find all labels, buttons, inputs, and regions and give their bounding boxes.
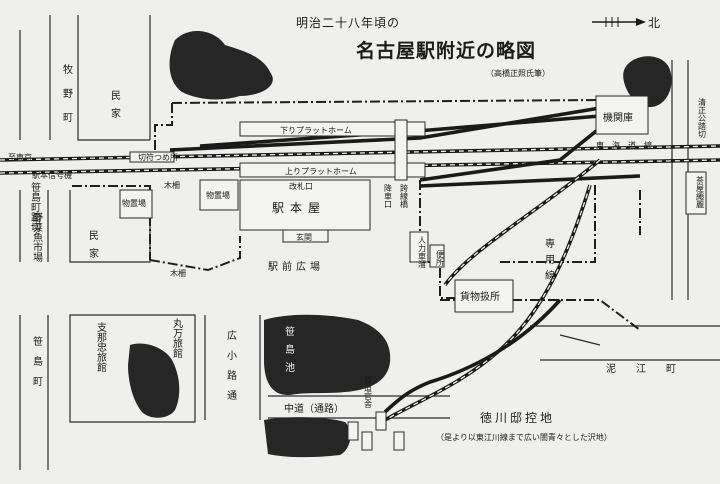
kanshacho-house-1: [347, 421, 359, 441]
label-minka-left: 民家: [87, 230, 99, 266]
label-eki-honya: 駅本屋: [272, 201, 326, 215]
eki-honya-building: [239, 179, 371, 231]
ponds: [128, 30, 672, 458]
label-yasai-ichiba: 野菜魚市場: [31, 212, 43, 263]
label-minka-top: 民家: [109, 90, 121, 126]
label-butsuokiba-1: 物置場: [206, 190, 230, 200]
label-tokaido-sen: 東海道線: [596, 140, 660, 150]
label-makino-machi: 牧野町: [61, 63, 73, 136]
label-tetsudo-kanshacho: 鉄道官舎: [364, 375, 373, 409]
label-ekimae-hiroba: 駅前広場: [268, 260, 324, 273]
label-chaya-dokoro: 茶屋繩麗: [696, 175, 705, 209]
kikan-ko-building: [595, 95, 649, 135]
label-kudari-platform: 下りプラットホーム: [280, 126, 352, 135]
label-nakamichi: 中道（通路）: [284, 402, 344, 415]
map-labels: 牧野町 民家 下りプラットホーム 上りプラットホーム 至東京 切符つめ所 駅本信…: [8, 63, 707, 442]
pond-hotel: [128, 343, 180, 418]
label-hirokoji-dori: 広小路通: [225, 329, 237, 410]
north-arrow: 北: [592, 16, 660, 30]
north-label: 北: [648, 16, 660, 30]
label-jinriki: 人力車溜: [418, 236, 427, 269]
label-mokusaku-top: 木柵: [164, 180, 180, 190]
label-kikan-ko: 機関庫: [603, 111, 633, 124]
label-kousenkyo: 跨線橋: [400, 184, 409, 209]
nobori-platform: [239, 162, 426, 178]
label-mokusaku-bottom: 木柵: [170, 268, 186, 278]
label-swamp-note: （是より以東江川線まで広い闇青々とした沢地）: [436, 432, 612, 442]
label-dei-kou-machi: 泥江町: [606, 362, 696, 375]
label-ekimoto-shingo: 駅本信号機: [32, 170, 72, 180]
footbridge: [394, 119, 408, 181]
jinriki-shed: [409, 231, 429, 263]
pond-north: [169, 30, 273, 100]
label-nobori-platform: 上りプラットホーム: [285, 167, 357, 176]
label-koushaguchi: 降車口: [384, 183, 393, 208]
label-kiyomasa-fumikiri: 清正公踏切: [698, 97, 707, 139]
label-to-tokyo: 至東京: [8, 152, 32, 162]
pond-northeast: [623, 56, 672, 108]
label-kiku-tsumesho: 切符つめ所: [138, 152, 178, 162]
label-butsuokiba-2: 物置場: [122, 198, 146, 208]
label-sasashima-ike: 笹島池: [283, 325, 295, 380]
kanshacho-house-3: [375, 411, 387, 431]
label-kamotsu: 貨物扱所: [460, 290, 500, 303]
label-genkan: 玄関: [296, 232, 312, 242]
label-tokugawa: 徳川邸控地: [480, 410, 555, 425]
kanshacho-house-2: [361, 431, 373, 451]
benjo-shed: [429, 244, 445, 268]
railway-tracks: [0, 106, 720, 422]
label-marumanryokan: 丸万旅館: [171, 317, 183, 359]
label-kaisatsuguchi: 改札口: [289, 181, 313, 191]
kamotsu-building: [454, 279, 514, 313]
pond-sasashima: [264, 314, 391, 396]
kiku-box: [129, 151, 175, 163]
label-kisenori-fumikiri: 笹島町踏切: [29, 181, 41, 233]
map-title-line2: 名古屋駅附近の略図: [356, 39, 536, 62]
label-zaiyou-sen: 専用線: [543, 238, 555, 286]
chaya-box: [685, 171, 707, 215]
map-title-line1: 明治二十八年頃の: [296, 16, 400, 30]
label-shina-ryokan: 支那忠旅館: [95, 322, 107, 373]
pond-sasashima-lower: [264, 417, 351, 458]
butsuokiba-building-2: [119, 189, 153, 219]
kudari-platform: [239, 121, 426, 137]
label-benjo: 便所: [436, 249, 445, 267]
butsuokiba-building-1: [199, 179, 239, 211]
genkan-building: [282, 229, 329, 243]
station-buildings: [119, 95, 707, 451]
label-kisenori-machi: 笹島町: [31, 335, 43, 396]
map-credit: （高橋正照氏筆）: [486, 68, 550, 78]
kanshacho-house-4: [393, 431, 405, 451]
